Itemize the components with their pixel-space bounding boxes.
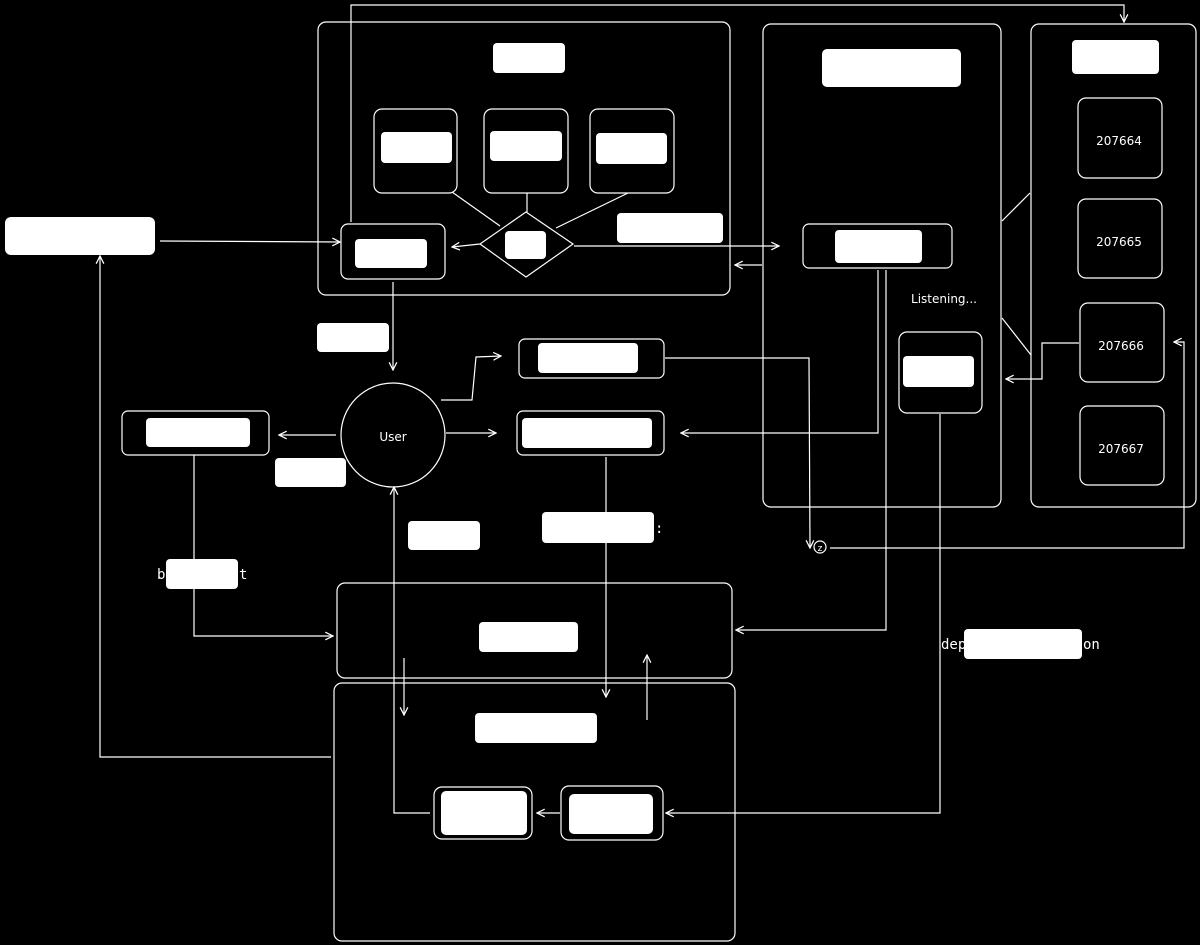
dep-label-prefix: dep xyxy=(941,637,966,653)
redacted-user-down-label xyxy=(408,521,480,550)
z-marker-label: z xyxy=(818,544,823,554)
user-label: User xyxy=(379,430,406,444)
container-node-list xyxy=(1030,23,1197,508)
redacted-panel-title xyxy=(822,49,961,87)
side-label-b: b xyxy=(157,567,165,583)
redacted-midtop-label xyxy=(538,343,638,373)
node-label-207664: 207664 xyxy=(1096,134,1142,148)
connector-listener-to-bottom xyxy=(666,414,941,813)
connector-bottom-to-external xyxy=(100,256,331,758)
redacted-midmain-down-label xyxy=(542,512,654,543)
node-label-207667: 207667 xyxy=(1098,442,1144,456)
left-box[interactable] xyxy=(121,410,270,456)
connector-user-to-midtop xyxy=(441,356,501,401)
connector-bottom-to-user xyxy=(394,487,430,814)
node-box-207664[interactable] xyxy=(1077,97,1163,179)
bottom-left-box[interactable] xyxy=(433,786,533,840)
connector-panel-to-middle-block xyxy=(736,270,887,630)
container-top-services xyxy=(317,21,731,296)
redacted-dep-label xyxy=(964,629,1082,659)
redacted-bottom-left-label xyxy=(441,791,527,835)
connector-z-loop xyxy=(830,342,1185,549)
redacted-service2-label xyxy=(490,131,562,161)
circle-z-icon xyxy=(813,540,827,554)
connector-panel-node-bottom xyxy=(1001,317,1032,356)
redacted-external-label xyxy=(5,217,155,255)
redacted-nodelist-title xyxy=(1072,40,1159,74)
node-box-207665[interactable] xyxy=(1077,198,1163,279)
redacted-bottom-right-label xyxy=(569,794,653,834)
redacted-diamond-label xyxy=(505,231,546,259)
redacted-top-title xyxy=(493,43,565,73)
container-bottom-block xyxy=(333,682,736,942)
connector-diamond-to-gateway xyxy=(452,244,481,247)
redacted-bottom-title xyxy=(475,713,597,743)
redacted-listener-label xyxy=(903,356,974,387)
bottom-right-box[interactable] xyxy=(560,785,664,841)
node-label-207665: 207665 xyxy=(1096,235,1142,249)
redacted-midmain-label xyxy=(522,418,652,448)
connector-panel-node-top xyxy=(1001,192,1031,222)
container-middle-block xyxy=(336,582,733,679)
connector-service1-diamond xyxy=(451,191,501,227)
listening-label: Listening... xyxy=(911,292,977,306)
decision-diamond[interactable] xyxy=(478,211,575,278)
gateway-box[interactable] xyxy=(340,223,446,280)
redacted-left-label xyxy=(146,418,250,447)
redacted-middle-title xyxy=(479,622,578,652)
connector-node3-to-listener xyxy=(1006,342,1079,379)
panel-connector-box[interactable] xyxy=(802,223,953,269)
container-right-panel xyxy=(762,23,1002,508)
connector-top-loop xyxy=(350,4,1124,222)
redacted-gateway-user-label xyxy=(317,323,389,352)
redacted-gateway-label xyxy=(355,239,427,268)
connector-left-to-middle xyxy=(193,455,333,636)
connector-midtop-to-z xyxy=(665,357,810,548)
redacted-arrow-label xyxy=(617,213,723,243)
redacted-user-left-label xyxy=(275,458,346,487)
connector-service3-diamond xyxy=(555,192,629,229)
dep-label-suffix: on xyxy=(1083,637,1100,653)
node-box-207666[interactable] xyxy=(1079,302,1165,383)
node-box-207667[interactable] xyxy=(1079,405,1165,486)
redacted-side-label xyxy=(166,559,238,589)
connector-panel-to-midmain xyxy=(681,270,879,433)
listener-box[interactable] xyxy=(898,331,983,414)
service-box-1[interactable] xyxy=(373,108,458,194)
service-box-3[interactable] xyxy=(589,108,675,194)
side-label-t: t xyxy=(239,567,247,583)
mid-main-box[interactable] xyxy=(516,410,665,456)
redacted-service3-label xyxy=(596,133,667,164)
node-label-207666: 207666 xyxy=(1098,339,1144,353)
service-box-2[interactable] xyxy=(483,108,569,194)
colon-marker: : xyxy=(655,521,663,537)
redacted-service1-label xyxy=(381,132,452,163)
connector-external-to-gateway xyxy=(159,241,340,242)
mid-top-box[interactable] xyxy=(518,338,665,379)
redacted-panel-connector-label xyxy=(835,230,922,263)
